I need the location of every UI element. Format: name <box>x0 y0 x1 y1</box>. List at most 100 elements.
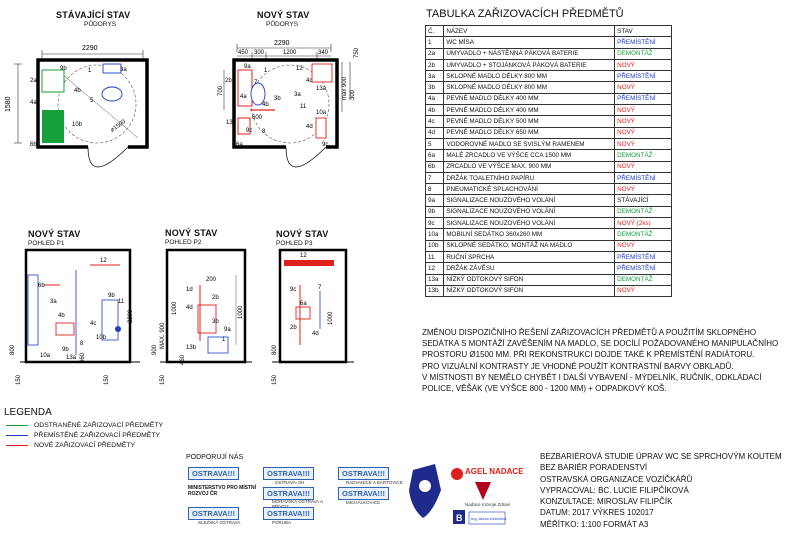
new-dim-left-1: 700 <box>218 85 224 96</box>
logo-agel: AGEL NADACE <box>465 467 524 476</box>
elev-p1-subtitle: POHLED P1 <box>28 240 65 247</box>
table-header-row: Č. NÁZEV STAV <box>424 24 672 38</box>
row-stav: NOVÝ <box>614 58 672 72</box>
svg-text:150: 150 <box>16 374 22 385</box>
legend-label-removed: ODSTRANĚNÉ ZAŘIZOVACÍ PŘEDMĚTY <box>34 421 164 429</box>
svg-text:1000: 1000 <box>172 301 178 315</box>
row-stav: PŘEMÍSTĚNÍ <box>614 92 672 106</box>
existing-door-gap <box>88 143 128 149</box>
row-num: 4d <box>424 126 445 139</box>
header-stav: STAV <box>614 24 672 38</box>
existing-removed-washbasin <box>42 110 64 143</box>
svg-text:3a: 3a <box>294 92 301 98</box>
svg-text:4d: 4d <box>186 305 193 311</box>
row-num: 9b <box>424 205 445 219</box>
svg-text:600: 600 <box>252 115 263 121</box>
svg-text:1: 1 <box>264 68 268 74</box>
svg-text:4b: 4b <box>74 88 81 94</box>
svg-text:4b: 4b <box>262 102 269 108</box>
elevation-p2: 200 1d 2b 4d 3b 13b 1 9a 1000 900 MAX. 9… <box>152 248 252 385</box>
elevation-p3: 12 9c 6a 2b 4d 7 1000 800 150 <box>272 248 354 385</box>
logo-poruba: OSTRAVA!!! <box>263 507 315 520</box>
title-block-line-7: MĚŘÍTKO: 1:100 FORMÁT A3 <box>540 519 649 529</box>
logo-michalkovice: OSTRAVA!!! <box>338 487 390 500</box>
title-block-line-5: KONZULTACE: MIROSLAV FILIPČÍK <box>540 497 673 507</box>
existing-door-swing <box>87 146 129 168</box>
svg-text:4b: 4b <box>58 313 65 319</box>
new-shower-area <box>311 63 333 83</box>
svg-text:2b: 2b <box>290 325 297 331</box>
svg-text:2a: 2a <box>30 78 37 84</box>
svg-text:2b: 2b <box>212 295 219 301</box>
row-num: 4b <box>424 104 445 117</box>
row-stav: NOVÝ <box>614 183 672 196</box>
new-door-swing <box>285 146 327 168</box>
logo-moravska-ostrava-sub: MORAVSKÁ OSTRAVA A PŘÍVOZ <box>272 499 323 509</box>
header-name: NÁZEV <box>443 24 616 38</box>
existing-dim-height: 1580 <box>5 96 12 112</box>
svg-text:6a: 6a <box>300 301 307 307</box>
legend: ODSTRANĚNÉ ZAŘIZOVACÍ PŘEDMĚTY PŘEMÍSTĚN… <box>6 420 163 450</box>
row-name: SIGNALIZACE NOUZOVÉHO VOLÁNÍ <box>443 217 616 230</box>
row-num: 3a <box>424 70 445 83</box>
svg-text:200: 200 <box>206 277 217 283</box>
partner-emblems: AGEL NADACE Nadace rozvoje Zdraví B Ing.… <box>409 464 524 525</box>
logo-ostrava-jih: OSTRAVA!!! <box>263 467 315 480</box>
sponsors-title: PODPORUJÍ NÁS <box>186 454 244 461</box>
svg-text:900: 900 <box>152 344 158 355</box>
row-name: SKLOPNÉ MADLO DÉLKY 800 MM <box>443 70 616 83</box>
logo-mmr: MINISTERSTVO PRO MÍSTNÍ ROZVOJ ČR <box>188 485 257 497</box>
svg-text:8: 8 <box>80 341 84 347</box>
svg-text:2200: 2200 <box>128 309 134 323</box>
row-name: WC MÍSA <box>443 36 616 49</box>
row-stav: PŘEMÍSTĚNÍ <box>614 262 672 275</box>
svg-text:9b: 9b <box>62 347 69 353</box>
row-stav: PŘEMÍSTĚNÍ <box>614 250 672 264</box>
row-stav: PŘEMÍSTĚNÍ <box>614 171 672 185</box>
row-name: PEVNÉ MADLO DÉLKY 400 MM <box>443 92 616 106</box>
row-stav: NOVÝ <box>614 239 672 252</box>
new-plan-title: NOVÝ STAV <box>257 10 310 20</box>
new-dim-right-2: max 900 <box>342 76 348 100</box>
row-stav: PŘEMÍSTĚNÍ <box>614 70 672 83</box>
row-stav: DEMONTÁŽ <box>614 228 672 241</box>
elevation-views: 12 6b 3a 4b 4c 9b 11 10b 8 9b 13a 10a 22… <box>10 248 354 385</box>
new-dim-right-3: 300 <box>350 89 356 100</box>
row-name: NÍZKÝ ODTOKOVÝ SIFON <box>443 273 616 286</box>
svg-text:2b: 2b <box>225 78 232 84</box>
svg-text:1000: 1000 <box>238 305 244 319</box>
row-name: VODOROVNÉ MADLO SE SVISLÝM RAMENEM <box>443 137 616 151</box>
svg-text:1: 1 <box>222 337 226 343</box>
svg-text:12: 12 <box>296 66 303 72</box>
svg-text:3b: 3b <box>274 96 281 102</box>
legend-line-red <box>6 444 28 446</box>
row-name: SIGNALIZACE NOUZOVÉHO VOLÁNÍ <box>443 194 616 207</box>
title-block-line-1: BEZBARIÉROVÁ STUDIE ÚPRAV WC SE SPRCHOVÝ… <box>540 452 782 461</box>
svg-text:9c: 9c <box>290 287 296 293</box>
logo-poruba-sub: PORUBA <box>272 520 292 525</box>
new-dim-top-1: 450 <box>238 50 249 56</box>
svg-text:1000: 1000 <box>328 311 334 325</box>
elev-p3-title: NOVÝ STAV <box>276 229 329 239</box>
logo-nadace-zdravi: Nadace rozvoje Zdraví <box>465 502 511 507</box>
row-name: UMYVADLO + NÁSTĚNNÁ PÁKOVÁ BATERIE <box>443 47 616 60</box>
svg-text:1: 1 <box>88 68 92 74</box>
legend-item-removed: ODSTRANĚNÉ ZAŘIZOVACÍ PŘEDMĚTY <box>6 420 163 430</box>
header-num: Č. <box>424 24 445 38</box>
elev-p1-title: NOVÝ STAV <box>28 229 81 239</box>
row-num: 4a <box>424 92 445 106</box>
row-stav: NOVÝ (2ks) <box>614 217 672 230</box>
svg-text:4d: 4d <box>306 124 313 130</box>
svg-text:800: 800 <box>10 344 16 355</box>
agel-nadace-logo <box>451 468 463 480</box>
legend-item-moved: PŘEMÍSTĚNÉ ZAŘIZOVACÍ PŘEDMĚTY <box>6 430 163 440</box>
